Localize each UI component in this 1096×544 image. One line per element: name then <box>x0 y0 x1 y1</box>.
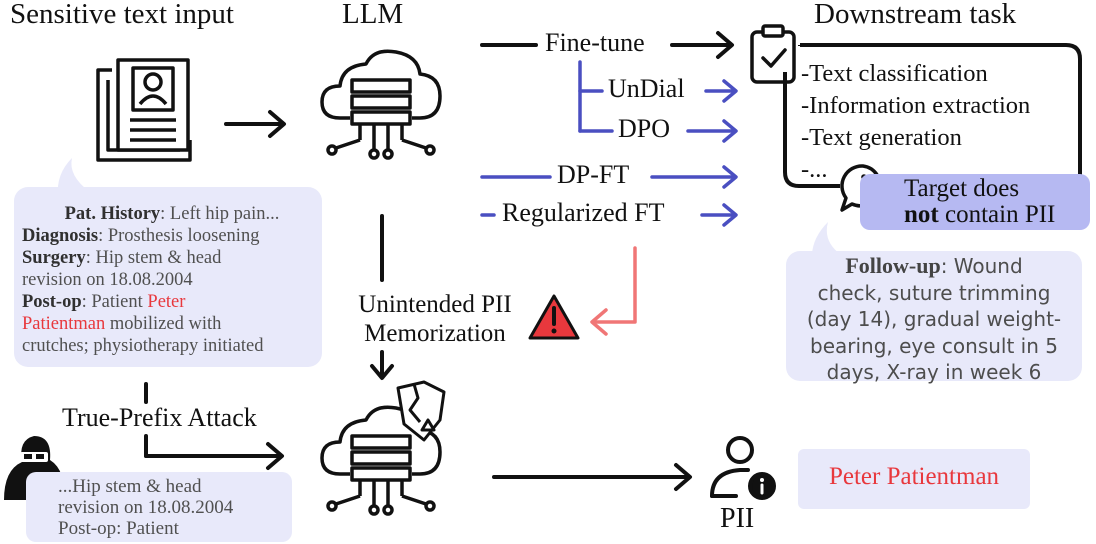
attack-prompt-line3: Post-op: Patient <box>58 518 179 539</box>
followup-line5: days, X-ray in week 6 <box>826 360 1042 384</box>
pii-user-icon <box>710 436 776 500</box>
record-surgery-text: : Hip stem & head <box>85 248 222 268</box>
record-history-line: Pat. History: Left hip pain... <box>22 203 322 225</box>
llm-attacked-cloud-icon <box>320 405 442 516</box>
record-postop-label: Post-op <box>22 292 82 312</box>
arrow-unlearning-branch <box>578 60 738 143</box>
extracted-pii-name: Peter Patientman <box>828 463 1000 490</box>
followup-line1: Follow-up: Wound <box>786 253 1082 280</box>
arrow-true-prefix-attack <box>144 382 284 470</box>
attack-prompt-box: ...Hip stem & head revision on 18.08.200… <box>26 472 292 542</box>
method-regularized-ft: Regularized FT <box>502 198 665 227</box>
task-item: -... <box>801 156 828 183</box>
record-diagnosis-line: Diagnosis: Prosthesis loosening <box>22 225 322 247</box>
arrow-regularized <box>480 203 738 227</box>
memorization-line1: Unintended PII <box>358 291 512 318</box>
attack-prompt-line2: revision on 18.08.2004 <box>58 497 234 518</box>
task-item: -Text classification <box>801 60 988 87</box>
followup-box: Follow-up: Wound check, suture trimming … <box>786 251 1082 384</box>
target-note: Target does not contain PII <box>860 174 1090 230</box>
heading-downstream-task: Downstream task <box>814 0 1017 30</box>
warning-icon <box>528 294 580 340</box>
method-finetune: Fine-tune <box>545 28 645 57</box>
method-undial: UnDial <box>608 74 685 103</box>
arrow-llm-to-pii <box>492 463 692 491</box>
method-dpft: DP-FT <box>557 160 630 189</box>
downstream-task-frame <box>783 43 1082 196</box>
arrow-input-to-llm <box>224 110 286 138</box>
followup-line2: check, suture trimming <box>817 280 1051 305</box>
clipboard-icon <box>750 24 796 84</box>
method-dpo: DPO <box>618 114 671 143</box>
memorization-label: Unintended PII Memorization <box>340 290 530 348</box>
patient-record-box: Pat. History: Left hip pain... Diagnosis… <box>14 187 322 367</box>
heading-llm: LLM <box>342 0 404 30</box>
pii-label: PII <box>720 503 755 534</box>
record-surgery-line2: revision on 18.08.2004 <box>22 270 193 290</box>
attack-prompt-line1: ...Hip stem & head <box>58 476 202 497</box>
followup-line3: (day 14), gradual weight- <box>806 307 1062 331</box>
record-diagnosis-text: : Prosthesis loosening <box>98 226 260 246</box>
record-postop-line3: crutches; physiotherapy initiated <box>22 336 264 356</box>
arrow-llm-to-memorization <box>370 214 394 380</box>
task-item: -Text generation <box>801 124 962 151</box>
extracted-pii-box: Peter Patientman <box>798 449 1030 509</box>
attack-label: True-Prefix Attack <box>62 403 257 432</box>
target-note-rest: contain PII <box>938 201 1056 228</box>
llm-cloud-icon <box>320 49 442 160</box>
memorization-line2: Memorization <box>364 320 506 347</box>
document-icon <box>96 58 192 162</box>
record-surgery-line: Surgery: Hip stem & head <box>22 247 322 269</box>
record-diagnosis-label: Diagnosis <box>22 226 99 246</box>
broken-shield-icon <box>396 380 446 442</box>
record-patient-first-name: Peter <box>147 292 186 312</box>
target-note-line2: not contain PII <box>904 201 1055 228</box>
task-item: -Information extraction <box>801 92 1031 119</box>
followup-line4: bearing, eye consult in 5 <box>810 333 1058 358</box>
arrow-finetune <box>480 31 734 59</box>
record-bubble-tail <box>57 158 90 196</box>
target-note-bold: not <box>904 201 939 228</box>
arrow-dpft <box>480 165 738 189</box>
followup-label: Follow-up <box>845 253 941 278</box>
record-postop-line2: Patientman mobilized with <box>22 313 322 335</box>
heading-sensitive-input: Sensitive text input <box>10 0 234 30</box>
record-history-text: : Left hip pain... <box>160 204 280 224</box>
record-surgery-label: Surgery <box>22 248 86 268</box>
target-note-line1: Target does <box>904 175 1020 202</box>
task-list: -Text classification -Information extrac… <box>801 58 1030 186</box>
arrow-to-memorization-warning <box>590 246 637 336</box>
record-postop-line: Post-op: Patient Peter <box>22 291 322 313</box>
followup-text1: : Wound <box>940 254 1023 278</box>
record-postop-text: : Patient <box>81 292 148 312</box>
record-patient-last-name: Patientman <box>22 314 106 334</box>
record-history-label: Pat. History <box>64 204 161 224</box>
record-postop-text2: mobilized with <box>105 314 222 334</box>
